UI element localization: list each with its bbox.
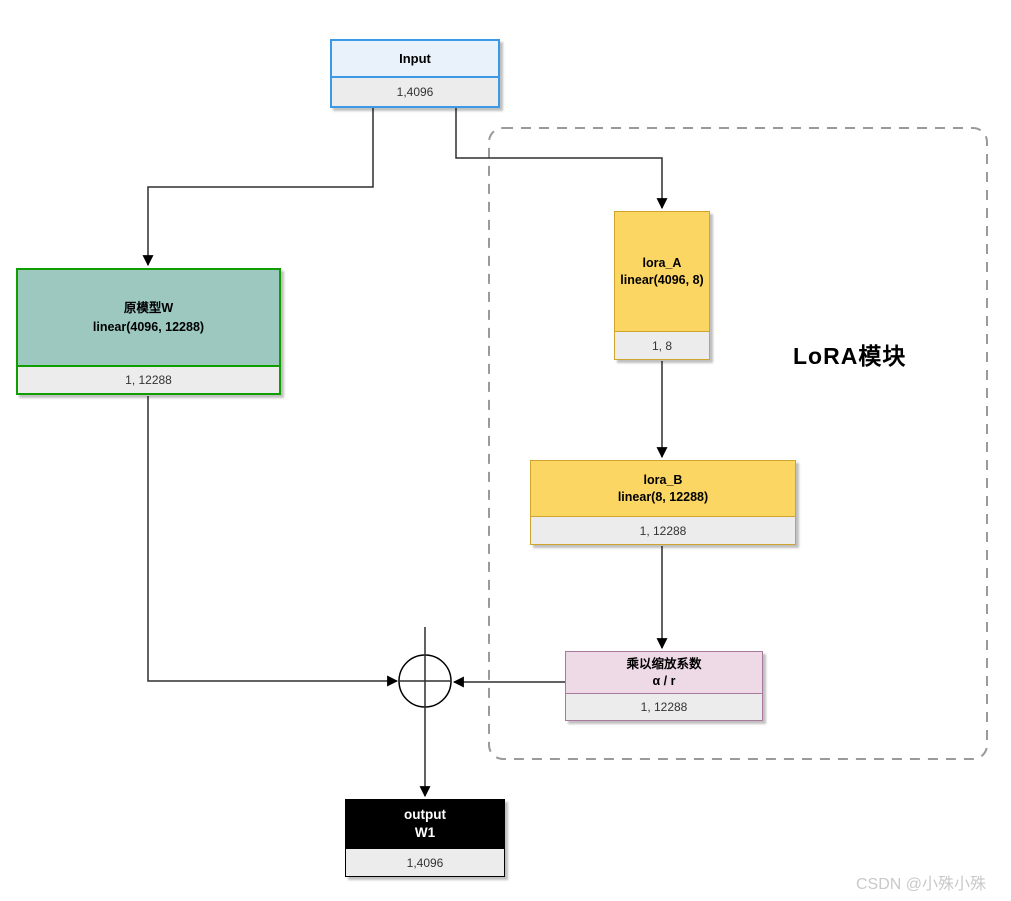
lora-b-title: lora_B linear(8, 12288) (531, 461, 795, 516)
output-title: output W1 (346, 800, 504, 848)
lora-group-label: LoRA模块 (793, 343, 907, 369)
lora-a-title: lora_A linear(4096, 8) (615, 212, 709, 331)
watermark-text: CSDN @小殊小殊 (856, 876, 987, 893)
lora-a-name: lora_A (642, 255, 682, 270)
lora-a-linear: linear(4096, 8) (620, 272, 704, 287)
lora-b-linear: linear(8, 12288) (617, 489, 709, 504)
lora-a-shape: 1, 8 (615, 331, 709, 359)
lora-b-shape: 1, 12288 (531, 516, 795, 544)
lora-b-node[interactable]: lora_B linear(8, 12288) 1, 12288 (530, 460, 796, 545)
input-node[interactable]: Input 1,4096 (330, 39, 500, 108)
base-model-title: 原模型W linear(4096, 12288) (18, 270, 279, 365)
base-model-name: 原模型W (123, 300, 174, 315)
scale-shape: 1, 12288 (566, 693, 762, 720)
lora-a-node[interactable]: lora_A linear(4096, 8) 1, 8 (614, 211, 710, 360)
base-model-node[interactable]: 原模型W linear(4096, 12288) 1, 12288 (16, 268, 281, 395)
base-model-linear: linear(4096, 12288) (92, 319, 205, 334)
lora-b-name: lora_B (643, 472, 683, 487)
output-w1: W1 (414, 825, 436, 840)
scale-node[interactable]: 乘以缩放系数 α / r 1, 12288 (565, 651, 763, 721)
connector-base-to-sum[interactable] (147, 396, 399, 687)
output-node[interactable]: output W1 1,4096 (345, 799, 505, 877)
connector-input-to-lora-a[interactable] (455, 108, 668, 210)
connector-input-to-base[interactable] (142, 108, 374, 267)
scale-title: 乘以缩放系数 α / r (566, 652, 762, 693)
input-node-shape: 1,4096 (332, 76, 498, 106)
scale-name: 乘以缩放系数 (626, 656, 702, 671)
scale-formula: α / r (652, 673, 676, 688)
lora-group-border[interactable] (488, 127, 988, 760)
input-node-title: Input (332, 41, 498, 76)
output-shape: 1,4096 (346, 848, 504, 876)
output-name: output (404, 807, 446, 822)
input-node-label: Input (399, 51, 431, 66)
base-model-shape: 1, 12288 (18, 365, 279, 393)
